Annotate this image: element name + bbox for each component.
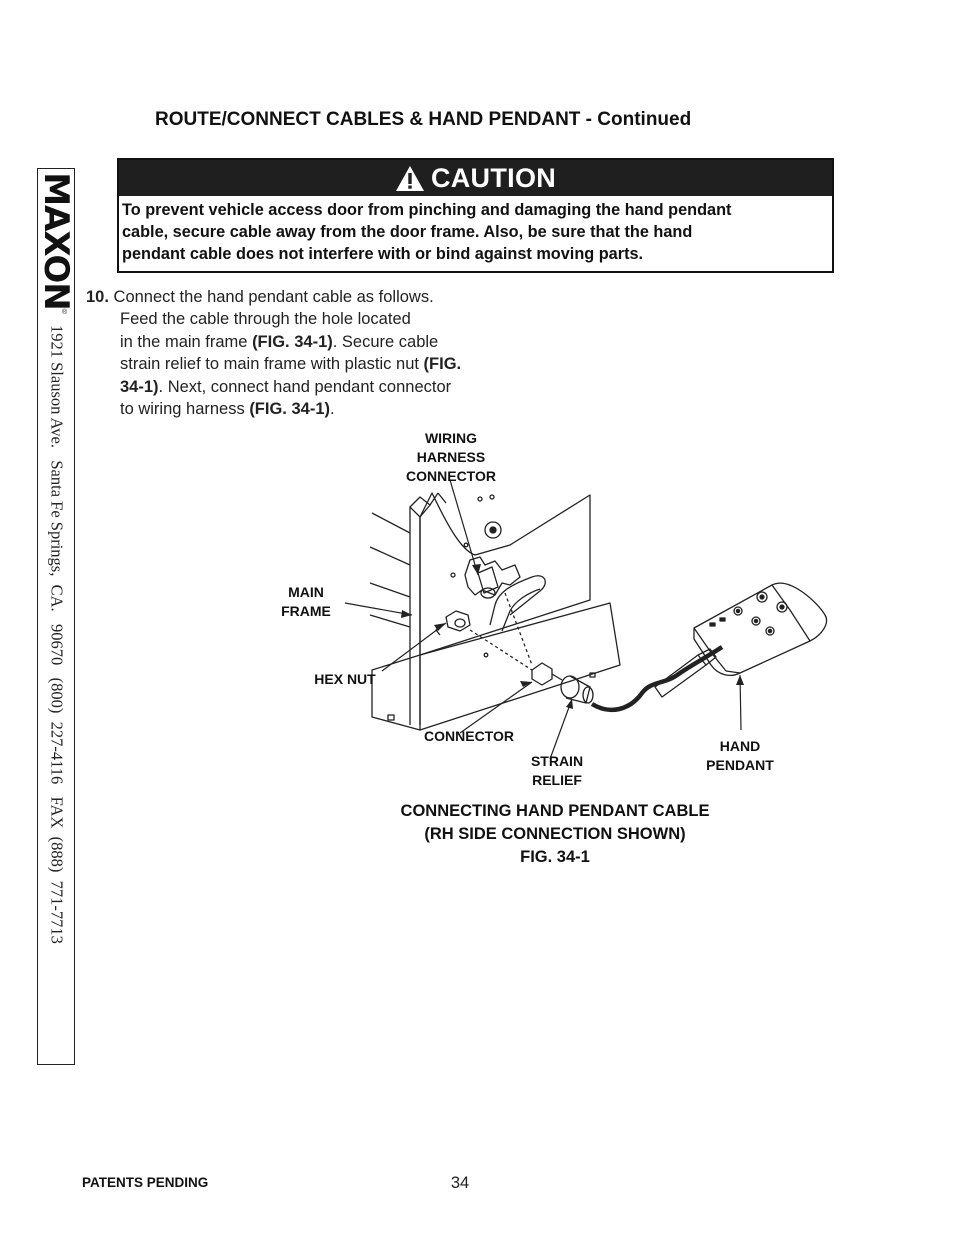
caution-box: CAUTION To prevent vehicle access door f… (117, 158, 834, 273)
page-number: 34 (450, 1174, 470, 1192)
callout-wiring-harness: WIRING HARNESS CONNECTOR (406, 430, 496, 484)
caution-line: cable, secure cable away from the door f… (122, 223, 693, 241)
caution-header: CAUTION (119, 160, 832, 196)
figure-caption: CONNECTING HAND PENDANT CABLE (RH SIDE C… (400, 802, 710, 866)
maxon-logo: MAXON (37, 172, 75, 310)
pendant-connection-illustration (344, 479, 828, 760)
caution-message: To prevent vehicle access door from pinc… (119, 196, 832, 265)
callout-hex-nut: HEX NUT (314, 671, 376, 687)
callout-main-frame: MAIN FRAME (281, 584, 331, 619)
company-sidebar: MAXON ® 1921 Slauson Ave. Santa Fe Sprin… (37, 168, 75, 1065)
step-10-instructions: 10. Connect the hand pendant cable as fo… (86, 288, 462, 419)
company-address: 1921 Slauson Ave. Santa Fe Springs, CA. … (47, 325, 67, 944)
registered-mark: ® (62, 309, 68, 316)
section-title: ROUTE/CONNECT CABLES & HAND PENDANT - Co… (155, 109, 692, 130)
callout-strain-relief: STRAIN RELIEF (530, 753, 584, 788)
callout-hand-pendant: HAND PENDANT (706, 738, 774, 773)
callout-connector: CONNECTOR (424, 728, 514, 744)
caution-line: pendant cable does not interfere with or… (122, 245, 644, 263)
figure-34-1: WIRING HARNESS CONNECTOR MAIN FRAME HEX … (270, 425, 840, 795)
warning-triangle-icon (395, 165, 424, 191)
caution-title: CAUTION (430, 162, 557, 193)
patents-pending-note: PATENTS PENDING (82, 1175, 209, 1190)
step-number: 10. (86, 288, 109, 306)
caution-line: To prevent vehicle access door from pinc… (122, 201, 732, 219)
